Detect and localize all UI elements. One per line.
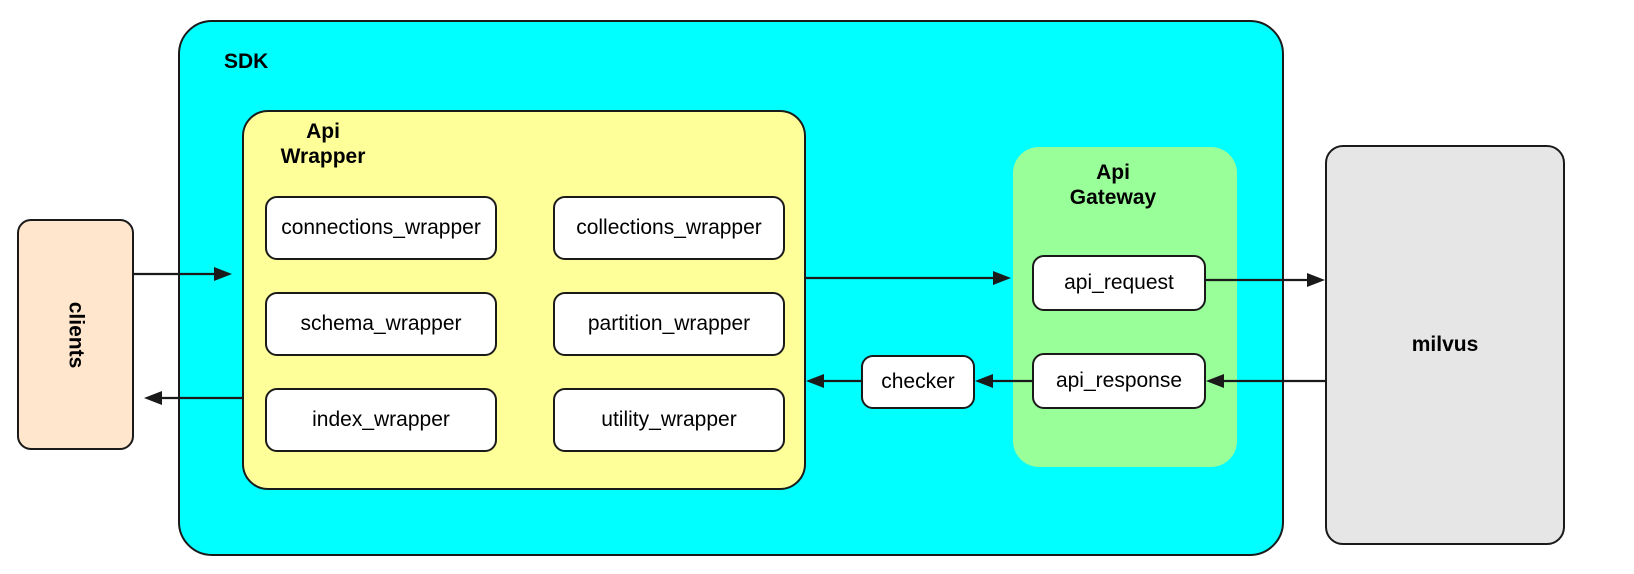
- wrapper-index[interactable]: index_wrapper: [265, 388, 497, 452]
- container-api-wrapper-label: Api Wrapper: [280, 120, 366, 168]
- wrapper-utility-label: utility_wrapper: [601, 408, 737, 431]
- container-api-gateway-label: Api Gateway: [1069, 161, 1157, 209]
- node-checker[interactable]: checker: [861, 355, 975, 409]
- node-api-request-label: api_request: [1064, 271, 1174, 294]
- entity-milvus-label: milvus: [1411, 333, 1479, 356]
- node-checker-label: checker: [881, 370, 955, 393]
- entity-milvus[interactable]: milvus: [1325, 145, 1565, 545]
- wrapper-partition[interactable]: partition_wrapper: [553, 292, 785, 356]
- wrapper-schema-label: schema_wrapper: [300, 312, 462, 335]
- wrapper-partition-label: partition_wrapper: [587, 312, 751, 335]
- entity-clients[interactable]: clients: [17, 219, 134, 450]
- wrapper-schema[interactable]: schema_wrapper: [265, 292, 497, 356]
- wrapper-collections-label: collections_wrapper: [576, 216, 762, 239]
- wrapper-connections[interactable]: connections_wrapper: [265, 196, 497, 260]
- node-api-request[interactable]: api_request: [1032, 255, 1206, 311]
- wrapper-collections[interactable]: collections_wrapper: [553, 196, 785, 260]
- wrapper-connections-label: connections_wrapper: [281, 216, 481, 239]
- node-api-response[interactable]: api_response: [1032, 353, 1206, 409]
- container-sdk-label: SDK: [224, 50, 269, 73]
- wrapper-utility[interactable]: utility_wrapper: [553, 388, 785, 452]
- wrapper-index-label: index_wrapper: [312, 408, 450, 431]
- node-api-response-label: api_response: [1055, 369, 1183, 392]
